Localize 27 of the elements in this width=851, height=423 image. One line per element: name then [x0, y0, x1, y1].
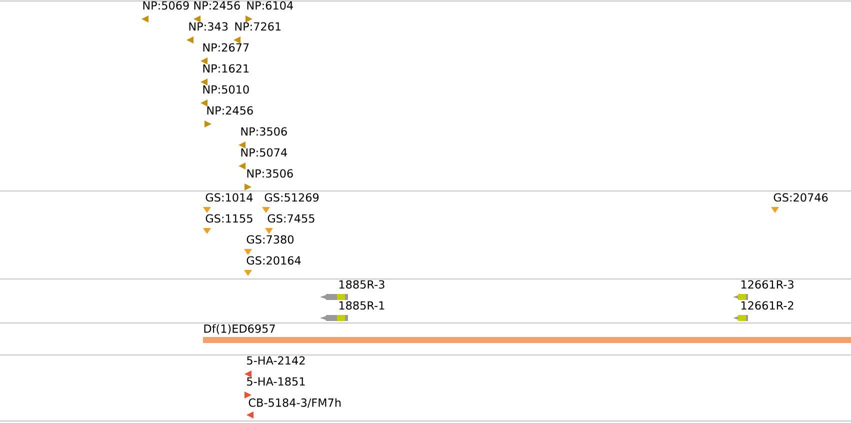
- feature-label: NP:343: [189, 22, 228, 31]
- feature-label: NP:2456: [207, 106, 253, 115]
- feature-label: GS:1155: [206, 214, 252, 223]
- feature-label: GS:7380: [246, 235, 294, 244]
- feature-label: 12661R-3: [741, 280, 794, 289]
- feature-label: NP:2456: [194, 1, 240, 10]
- feature-label: 1885R-1: [339, 301, 384, 310]
- feature-label: 5-HA-1851: [247, 377, 305, 386]
- feature-label: NP:5074: [241, 148, 287, 157]
- feature-label: 12661R-2: [741, 301, 794, 310]
- feature-label: NP:2677: [203, 43, 249, 52]
- feature-label: NP:7261: [235, 22, 281, 31]
- feature-label: GS:51269: [264, 193, 319, 202]
- feature-label: NP:1621: [203, 64, 249, 73]
- feature-label: GS:20746: [774, 193, 828, 202]
- feature-label: Df(1)ED6957: [204, 324, 275, 334]
- feature-label: NP:3506: [241, 127, 287, 136]
- feature-label: NP:5010: [203, 85, 249, 94]
- feature-label: GS:1014: [206, 193, 253, 202]
- feature-label: GS:7455: [268, 214, 314, 223]
- feature-label: NP:5069: [143, 1, 189, 10]
- feature-label: CB-5184-3/FM7h: [248, 398, 341, 408]
- feature-label: NP:6104: [247, 1, 293, 10]
- feature-label: 1885R-3: [339, 280, 384, 289]
- feature-label: GS:20164: [246, 256, 301, 265]
- feature-label: NP:3506: [247, 169, 293, 178]
- feature-label: 5-HA-2142: [247, 356, 305, 365]
